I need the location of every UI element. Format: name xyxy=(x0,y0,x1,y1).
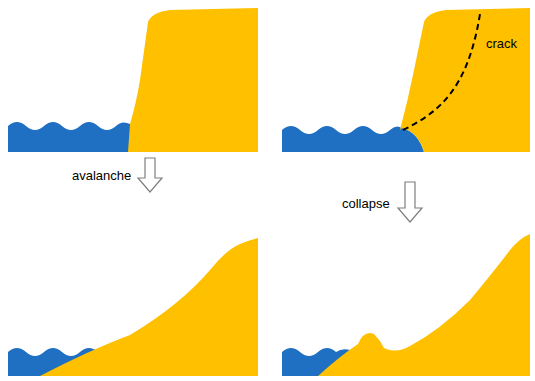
annotation-label: avalanche xyxy=(72,168,131,184)
cliff xyxy=(128,8,258,152)
sea-water xyxy=(282,126,424,152)
annotation-label: collapse xyxy=(342,196,390,212)
sea-water xyxy=(8,122,130,152)
down-arrow xyxy=(398,182,422,222)
annotation-label: crack xyxy=(486,36,517,52)
debris-slope xyxy=(40,238,258,376)
debris-slope xyxy=(318,234,530,376)
cliff xyxy=(400,8,530,152)
crack-line xyxy=(403,14,480,130)
down-arrow xyxy=(138,158,162,192)
